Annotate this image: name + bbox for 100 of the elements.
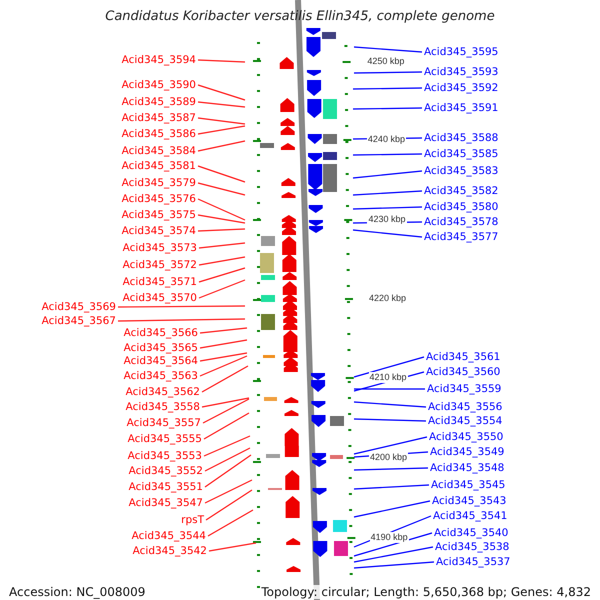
gene-label: Acid345_3592 [424, 82, 498, 95]
leader-line [354, 46, 422, 53]
gene-label: Acid345_3558 [126, 401, 200, 414]
leader-line [200, 355, 248, 377]
gene-label: Acid345_3556 [428, 401, 502, 414]
leader-line [204, 412, 250, 440]
gene-label: Acid345_3582 [424, 185, 498, 198]
leader-line [204, 479, 252, 504]
leader-line [352, 229, 422, 238]
gene-label: Acid345_3585 [424, 148, 498, 161]
leader-line [353, 87, 422, 90]
gene-label: Acid345_3575 [122, 209, 196, 222]
leader-line [354, 388, 425, 390]
gene-label: Acid345_3561 [426, 351, 500, 364]
gene-label: Acid345_3554 [428, 415, 502, 428]
scale-label: 4200 kbp [369, 452, 408, 463]
gene-label: Acid345_3564 [124, 355, 198, 368]
leader-line [354, 500, 430, 518]
leader-line [198, 84, 246, 101]
leader-line [200, 339, 248, 349]
leader-line [354, 401, 426, 408]
gene-label: Acid345_3562 [126, 386, 200, 399]
leader-line [198, 165, 246, 183]
leader-line [198, 214, 246, 224]
leader-line [198, 182, 246, 196]
gene-label: Acid345_3560 [426, 366, 500, 379]
accession-text: Accession: NC_008009 [9, 585, 146, 599]
gene-label: Acid345_3555 [128, 433, 202, 446]
genome-info-text: Topology: circular; Length: 5,650,368 bp; Genes: 4,832 [261, 585, 591, 599]
gene-label: Acid345_3590 [122, 79, 196, 92]
gene-label: Acid345_3588 [424, 132, 498, 145]
gene-label: Acid345_3584 [122, 145, 196, 158]
gene-label: Acid345_3576 [122, 193, 196, 206]
leader-line [198, 59, 246, 63]
gene-label: Acid345_3586 [122, 128, 196, 141]
leader-line [204, 454, 252, 488]
leader-line [202, 397, 250, 408]
leader-line [198, 101, 246, 108]
gene-label: Acid345_3566 [124, 327, 198, 340]
gene-label: Acid345_3570 [122, 292, 197, 305]
leader-line [198, 242, 246, 249]
gene-label: Acid345_3573 [122, 242, 197, 255]
leader-line [198, 117, 246, 125]
gene-label: Acid345_3538 [435, 541, 510, 554]
gene-label: Acid345_3549 [430, 446, 504, 459]
leader-line [354, 436, 428, 455]
gene-label: Acid345_3544 [132, 530, 206, 543]
gene-label: Acid345_3557 [126, 417, 201, 430]
leader-line [202, 365, 248, 393]
gene-label: Acid345_3552 [128, 465, 203, 478]
gene-label: Acid345_3537 [436, 556, 510, 569]
leader-line [204, 435, 250, 457]
leader-line [354, 484, 430, 490]
gene-label: Acid345_3589 [122, 96, 196, 109]
scale-label: 4250 kbp [366, 56, 406, 67]
gene-label: Acid345_3593 [424, 66, 498, 79]
leader-line [353, 153, 422, 156]
gene-label: Acid345_3548 [430, 462, 504, 475]
gene-label: Acid345_3595 [424, 46, 498, 59]
leader-line [198, 279, 246, 299]
leader-line [353, 107, 422, 110]
gene-label: Acid345_3580 [424, 201, 498, 214]
leader-line [206, 490, 252, 520]
title: Candidatus Koribacter versatilis Ellin345, complete genome [104, 9, 496, 24]
gene-label: Acid345_3569 [42, 301, 116, 314]
leader-line [200, 327, 248, 334]
leader-line [118, 318, 246, 322]
leader-line [354, 71, 422, 74]
gene-label: Acid345_3583 [424, 165, 498, 178]
gene-label: Acid345_3547 [128, 497, 203, 510]
leader-line [352, 206, 422, 210]
leader-line [208, 509, 254, 537]
gene-label: Acid345_3571 [122, 276, 197, 289]
gene-label: Acid345_3545 [431, 479, 506, 492]
leader-line [202, 398, 250, 424]
gene-label: Acid345_3567 [42, 315, 116, 328]
gene-label: Acid345_3572 [122, 259, 197, 272]
gene-label: Acid345_3559 [427, 383, 502, 396]
gene-label: Acid345_3577 [424, 231, 498, 244]
leader-line [354, 418, 426, 422]
gene-label: Acid345_3579 [122, 177, 196, 190]
leader-line [198, 267, 246, 283]
gene-label: Acid345_3540 [434, 527, 508, 540]
leader-line [198, 256, 246, 266]
leader-line [354, 546, 434, 563]
scale-label: 4220 kbp [368, 293, 408, 304]
gene-label: Acid345_3563 [124, 370, 198, 383]
scale-label: 4230 kbp [367, 214, 406, 225]
leader-line [354, 467, 428, 471]
leader-line [118, 305, 245, 308]
gene-label: Acid345_3541 [433, 510, 508, 523]
gene-label: Acid345_3542 [132, 545, 207, 558]
leader-line [198, 228, 246, 232]
gene-label: Acid345_3594 [122, 54, 196, 67]
leader-line [198, 140, 246, 152]
gene-label: Acid345_3581 [122, 160, 196, 173]
scale-label: 4240 kbp [366, 134, 406, 145]
gene-label: Acid345_3591 [424, 102, 498, 115]
gene-label: Acid345_3550 [429, 431, 504, 444]
gene-label: Acid345_3553 [128, 450, 202, 463]
